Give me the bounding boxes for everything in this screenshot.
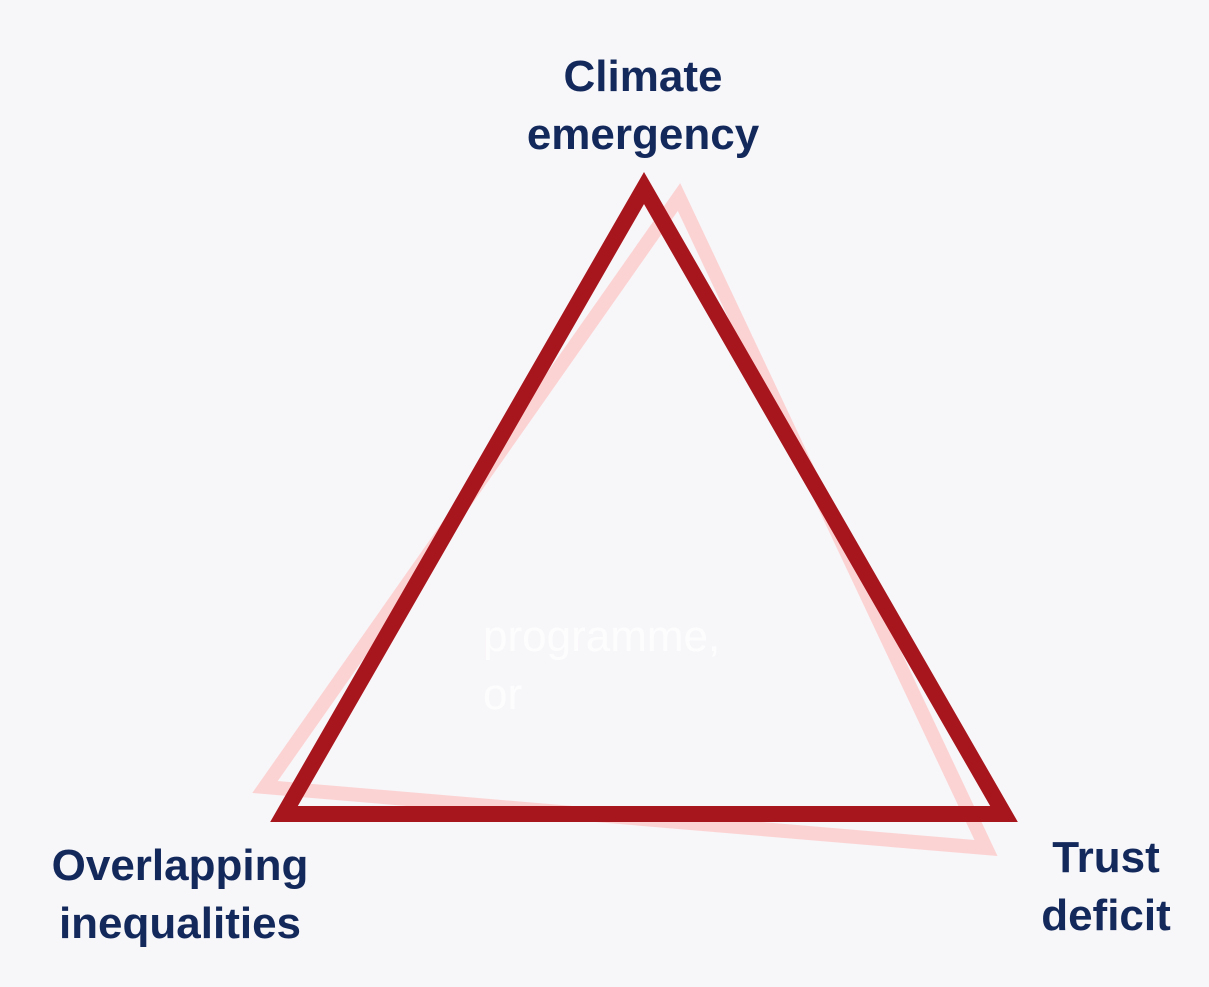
node-label-line: Trust (1052, 833, 1160, 882)
node-label-line: inequalities (58, 899, 302, 948)
center-faint-text: programme, or (483, 608, 720, 724)
node-label-overlapping-inequalities: Overlapping inequalities (0, 837, 380, 953)
node-label-climate-emergency: Climate emergency (443, 48, 843, 164)
node-label-line: deficit (1041, 891, 1171, 940)
main-triangle (270, 171, 1018, 822)
node-label-line: emergency (526, 110, 760, 159)
node-label-line: Climate (563, 52, 723, 101)
shadow-triangle (252, 183, 998, 856)
node-label-line: Overlapping (51, 841, 309, 890)
center-text-line-1: programme, (483, 612, 721, 661)
node-label-trust-deficit: Trust deficit (906, 829, 1209, 945)
center-text-line-2: or (483, 670, 523, 719)
